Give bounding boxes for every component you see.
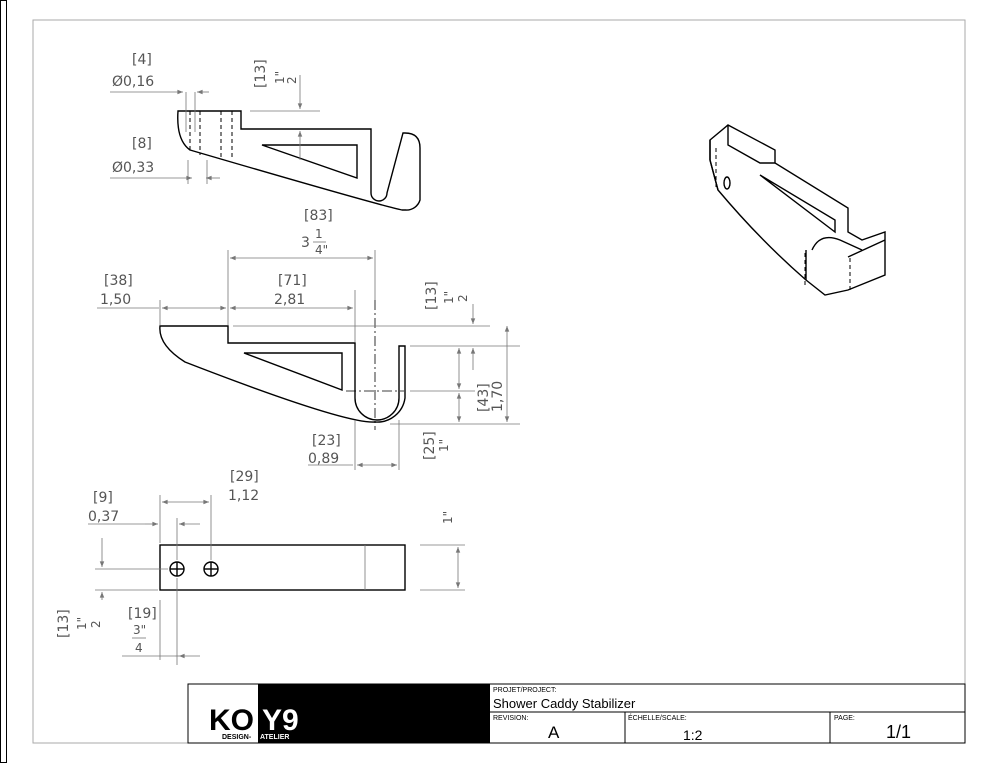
dim-total-den: 4" — [315, 243, 328, 257]
logo-sub-left: DESIGN- — [222, 734, 252, 741]
dim-gap-mm: [19] — [128, 606, 157, 622]
page-label: PAGE: — [834, 715, 855, 722]
dim-hole2-mm: [29] — [230, 469, 259, 485]
dim-hole-small-mm: [4] — [132, 52, 152, 68]
scale-label: ÉCHELLE/SCALE: — [628, 713, 687, 722]
dim-left-mm: [38] — [104, 273, 133, 289]
dim-width-in: 1" — [441, 511, 455, 524]
dim-hole-large-in: Ø0,33 — [112, 160, 154, 176]
logo-left: KO — [209, 704, 254, 737]
dim-left-in: 1,50 — [100, 292, 131, 308]
isometric-view — [709, 124, 886, 296]
front-profile-view: [83] 3 1 4" [38] 1,50 [71] 2,81 [13] 1" … — [97, 208, 520, 470]
dim-height-in: 1,70 — [490, 381, 506, 412]
dim-total-whole: 3 — [301, 235, 310, 251]
outer-border — [0, 0, 7, 763]
dim-hook-mm: [25] — [422, 431, 438, 460]
dim-thick-mm: [13] — [424, 281, 440, 310]
dim-hole1-in: 0,37 — [88, 509, 119, 525]
dim-slot-mm: [23] — [312, 433, 341, 449]
dim-slot-in: 0,89 — [308, 451, 339, 467]
revision-label: REVISION: — [493, 715, 528, 722]
dim-mid-mm: [71] — [278, 273, 307, 289]
dim-hole-small-in: Ø0,16 — [112, 74, 154, 90]
page-value: 1/1 — [886, 722, 911, 742]
dim-hole2-in: 1,12 — [228, 488, 259, 504]
dim-hook-in: 1" — [437, 439, 451, 452]
dim-top-thick-den: 2 — [285, 76, 299, 84]
dim-thick-den: 2 — [456, 294, 470, 302]
dim-mid-in: 2,81 — [274, 292, 305, 308]
dim-hole-large-mm: [8] — [132, 136, 152, 152]
dim-gap-num: 3" — [133, 623, 146, 637]
logo-sub-right: ATELIER — [260, 734, 289, 741]
dim-vert-num: 1" — [75, 617, 89, 630]
project-name: Shower Caddy Stabilizer — [493, 696, 636, 711]
dim-hole1-mm: [9] — [93, 490, 113, 506]
bottom-plan-view: [29] 1,12 [9] 0,37 1" [13] 1" 2 [19] 3" … — [56, 469, 465, 665]
dim-total-num: 1 — [315, 227, 323, 241]
dim-top-thick-num: 1" — [273, 71, 287, 84]
project-label: PROJET/PROJECT: — [493, 687, 556, 694]
revision-value: A — [548, 723, 560, 742]
top-profile-view: [4] Ø0,16 [8] Ø0,33 [13] 1" 2 — [110, 52, 421, 211]
title-block: KO Y9 DESIGN- ATELIER PROJET/PROJECT: Sh… — [187, 683, 966, 744]
dim-top-thick-mm: [13] — [253, 59, 269, 88]
logo-black-panel — [258, 684, 490, 743]
logo-right: Y9 — [262, 704, 299, 737]
dim-thick-num: 1" — [442, 291, 456, 304]
dim-total-mm: [83] — [304, 208, 333, 224]
dim-height-mm: [43] — [476, 383, 492, 412]
dim-vert-mm: [13] — [56, 609, 72, 638]
dim-gap-den: 4 — [135, 641, 143, 655]
scale-value: 1:2 — [683, 727, 703, 743]
dim-vert-den: 2 — [89, 620, 103, 628]
